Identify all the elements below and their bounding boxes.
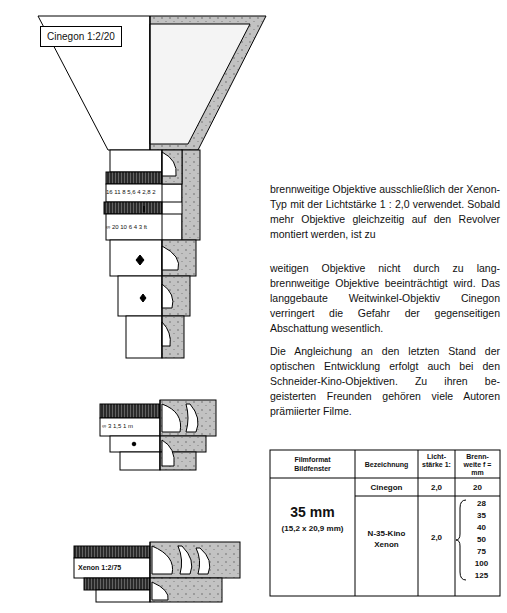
table-cell: 2,0	[418, 533, 455, 543]
table-cell: 125	[463, 571, 500, 581]
table-cell: 28	[463, 499, 500, 509]
table-cell: Filmformat Bildfenster	[270, 455, 355, 473]
lens-engraving: Xenon 1:2/75	[78, 563, 150, 572]
body-paragraph: brennweitige Objektive ausschließlich de…	[270, 182, 500, 242]
table-cell: N-35-Kino Xenon	[355, 528, 418, 550]
table-cell: 75	[463, 547, 500, 557]
body-paragraph: Die Angleichung an den letzten Stand der…	[270, 344, 500, 419]
small-lens	[100, 400, 216, 470]
table-cell: 35 mm	[270, 504, 355, 521]
table-cell: 40	[463, 523, 500, 533]
lens-engraving: ∞ 3 1,5 1 m	[102, 422, 160, 430]
spec-table	[270, 450, 500, 596]
table-cell: Cinegon	[355, 483, 418, 493]
cinegon-lens	[38, 16, 266, 358]
lens-name: Cinegon 1:2/20	[47, 31, 115, 42]
lens-name-plate: Cinegon 1:2/20	[40, 26, 122, 47]
table-cell: Bezeichnung	[355, 460, 418, 469]
table-cell: 50	[463, 535, 500, 545]
table-cell: (15,2 x 20,9 mm)	[270, 524, 355, 534]
lens-engraving: ∞ 20 10 6 4 3 ft	[106, 223, 184, 231]
xenon-lens	[74, 542, 240, 602]
table-cell: Brenn- weite f = mm	[455, 453, 500, 477]
table-cell: 35	[463, 511, 500, 521]
table-cell: 20	[455, 483, 500, 493]
lens-engraving: 16 11 8 5,6 4 2,8 2	[106, 188, 184, 196]
table-cell: 2,0	[418, 483, 455, 493]
table-cell: Licht- stärke 1:	[418, 453, 455, 469]
body-paragraph: weitigen Objektive nicht durch zu lang- …	[270, 261, 500, 336]
table-cell: 100	[463, 559, 500, 569]
